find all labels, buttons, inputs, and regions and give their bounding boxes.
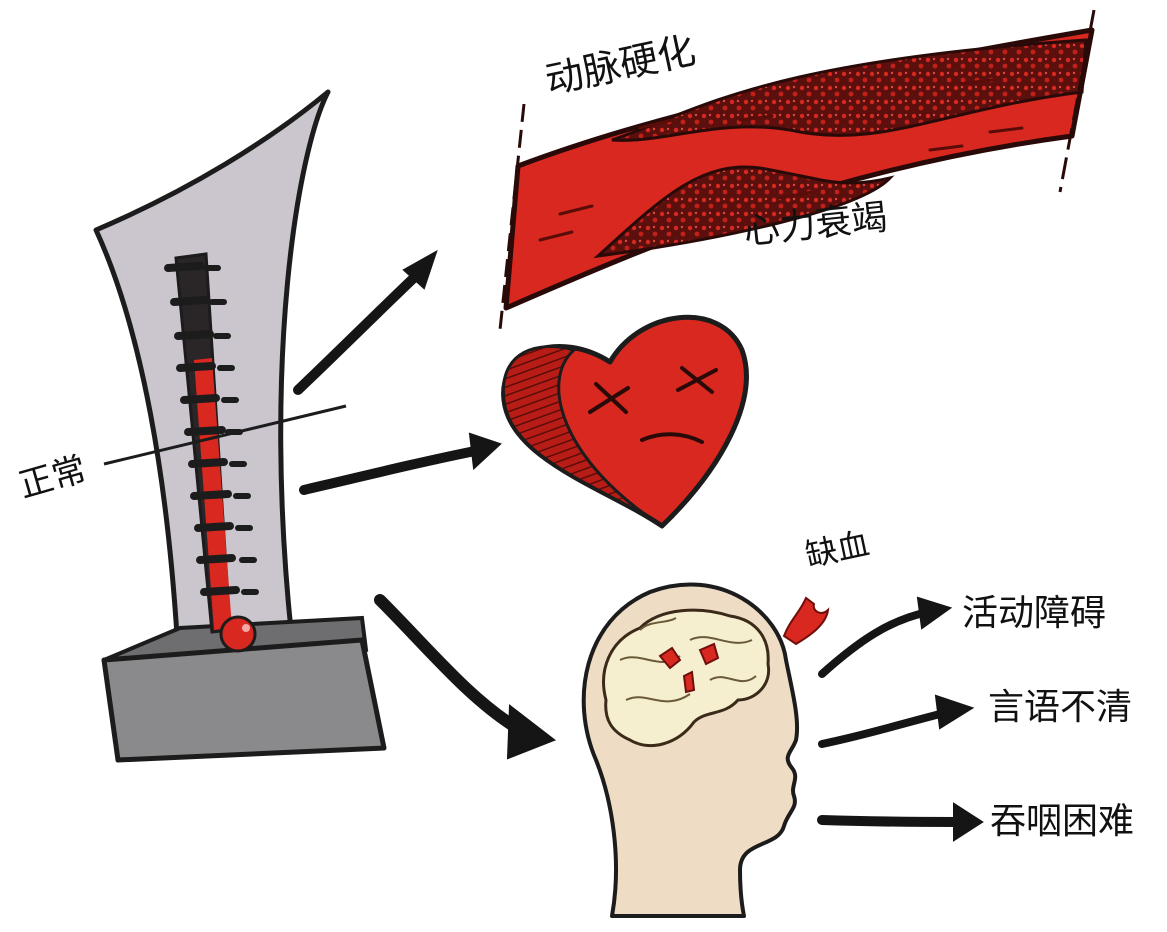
head-with-brain-icon	[581, 582, 800, 918]
label-swallowing-difficulty: 吞咽困难	[990, 801, 1135, 842]
label-activity-disorder: 活动障碍	[962, 593, 1107, 634]
tired-heart-icon	[501, 314, 749, 529]
blood-clot-icon	[782, 596, 830, 646]
arrows	[293, 249, 984, 842]
blood-pressure-gauge-icon	[93, 89, 387, 763]
normal-line	[103, 404, 347, 466]
label-unclear-speech: 言语不清	[988, 687, 1133, 728]
artery-plaque-icon	[498, 9, 1096, 331]
